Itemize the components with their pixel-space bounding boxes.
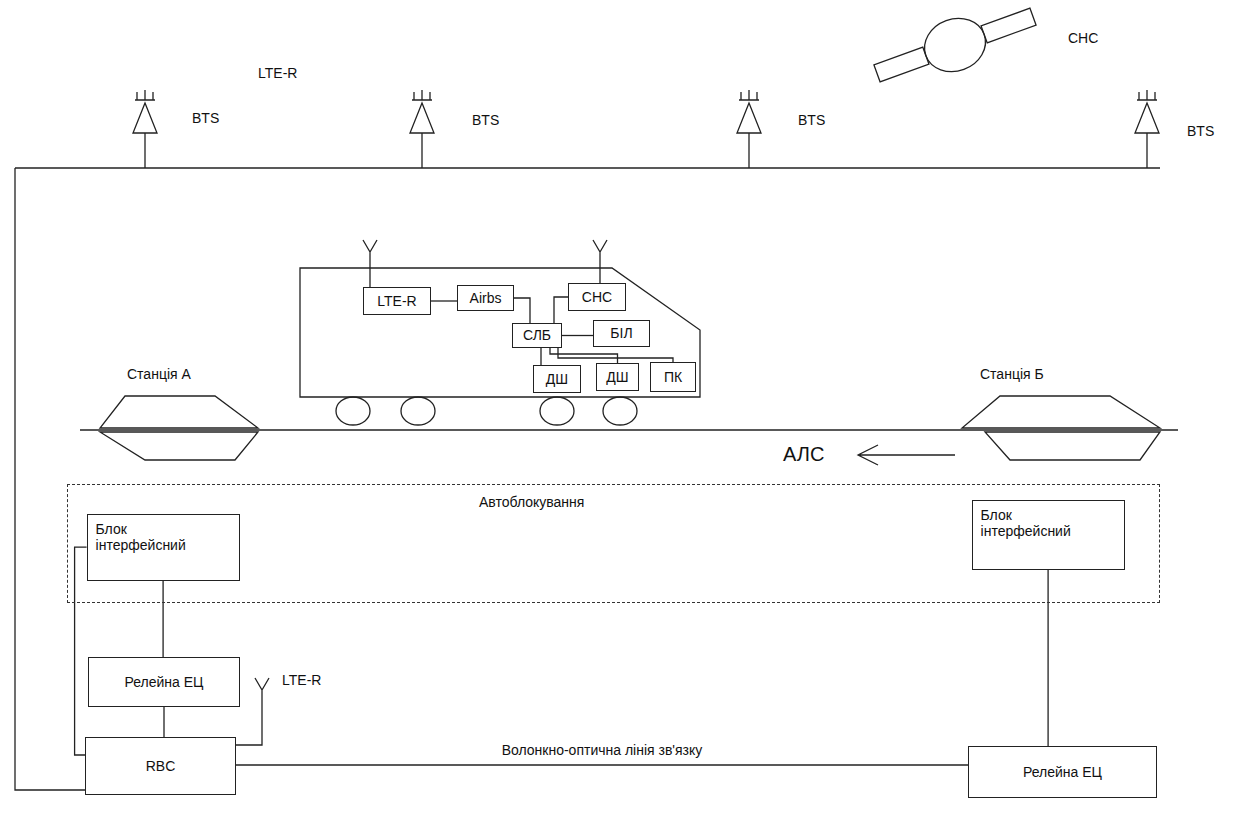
loco-antenna: [593, 240, 607, 283]
box-label: ДШ: [606, 369, 628, 386]
part-label: Станція А: [127, 366, 191, 383]
bts-antenna: [410, 90, 434, 168]
loco-antenna: [363, 240, 377, 287]
unit-box: RBC: [85, 737, 236, 795]
part-label: Станція Б: [980, 366, 1044, 383]
box-label: Релейна ЕЦ: [1023, 764, 1102, 781]
station-platform: [100, 432, 258, 460]
box-label: Блок інтерфейсний: [96, 521, 201, 555]
box-label: ПК: [664, 369, 682, 386]
autoblock-zone: АвтоблокуванняБлок інтерфейсний Блок інте…: [67, 484, 1160, 603]
wheel: [336, 397, 370, 425]
locomotive-body: [300, 268, 700, 397]
unit-box: Блок інтерфейсний: [87, 514, 240, 581]
connector: [554, 297, 568, 323]
unit-box: LTE-R: [363, 287, 431, 315]
track: [80, 429, 1178, 430]
unit-box: Airbs: [457, 285, 514, 311]
connector: [431, 300, 457, 301]
connector: [162, 581, 163, 657]
unit-box: ПК: [650, 362, 696, 392]
bts-antenna: [737, 90, 761, 168]
rbc-antenna: [236, 678, 269, 745]
unit-box: БІЛ: [593, 320, 650, 347]
connector: [550, 348, 618, 363]
wheel: [540, 397, 574, 425]
unit-box: Релейна ЕЦ: [88, 657, 240, 707]
connector: [163, 707, 164, 737]
connector: [540, 348, 541, 365]
part-label: BTS: [798, 112, 825, 129]
connector: [236, 764, 968, 765]
station-platform: [985, 432, 1160, 460]
box-label: ДШ: [546, 371, 568, 388]
unit-box: Релейна ЕЦ: [968, 746, 1157, 798]
station-platform: [100, 396, 258, 428]
bts-antenna: [1135, 90, 1159, 168]
wheel: [401, 397, 435, 425]
unit-box: ДШ: [533, 365, 581, 393]
wheel: [603, 397, 637, 425]
satellite: [868, 0, 1042, 98]
part-label: LTE-R: [282, 672, 321, 689]
part-label: BTS: [472, 112, 499, 129]
als-arrow: [858, 445, 955, 465]
part-label: LTE-R: [258, 65, 297, 82]
box-label: RBC: [146, 758, 176, 775]
box-label: СЛБ: [523, 327, 551, 344]
connector: [562, 335, 593, 336]
unit-box: СЛБ: [512, 323, 562, 348]
connector: [75, 547, 87, 755]
part-label: СНС: [1068, 30, 1098, 47]
box-label: Автоблокування: [479, 494, 584, 511]
part-label: BTS: [1187, 123, 1214, 140]
bts-antenna: [133, 90, 157, 168]
radio-bus-line: [15, 167, 1160, 168]
connector-label: Волонкно-оптична лінія зв'язку: [499, 742, 706, 759]
connector: [514, 298, 530, 323]
connector: [1047, 570, 1048, 746]
station-platform: [962, 396, 1160, 428]
box-label: Блок інтерфейсний: [981, 507, 1086, 541]
box-label: Airbs: [470, 290, 502, 307]
part-label: BTS: [192, 110, 219, 127]
box-label: БІЛ: [610, 325, 632, 342]
box-label: Релейна ЕЦ: [125, 674, 204, 691]
unit-box: СНС: [568, 283, 626, 311]
connector: [558, 348, 673, 362]
box-label: СНС: [582, 289, 612, 306]
box-label: LTE-R: [377, 293, 416, 310]
signal-label: АЛС: [783, 442, 824, 466]
unit-box: ДШ: [596, 363, 639, 391]
unit-box: Блок інтерфейсний: [972, 500, 1125, 570]
